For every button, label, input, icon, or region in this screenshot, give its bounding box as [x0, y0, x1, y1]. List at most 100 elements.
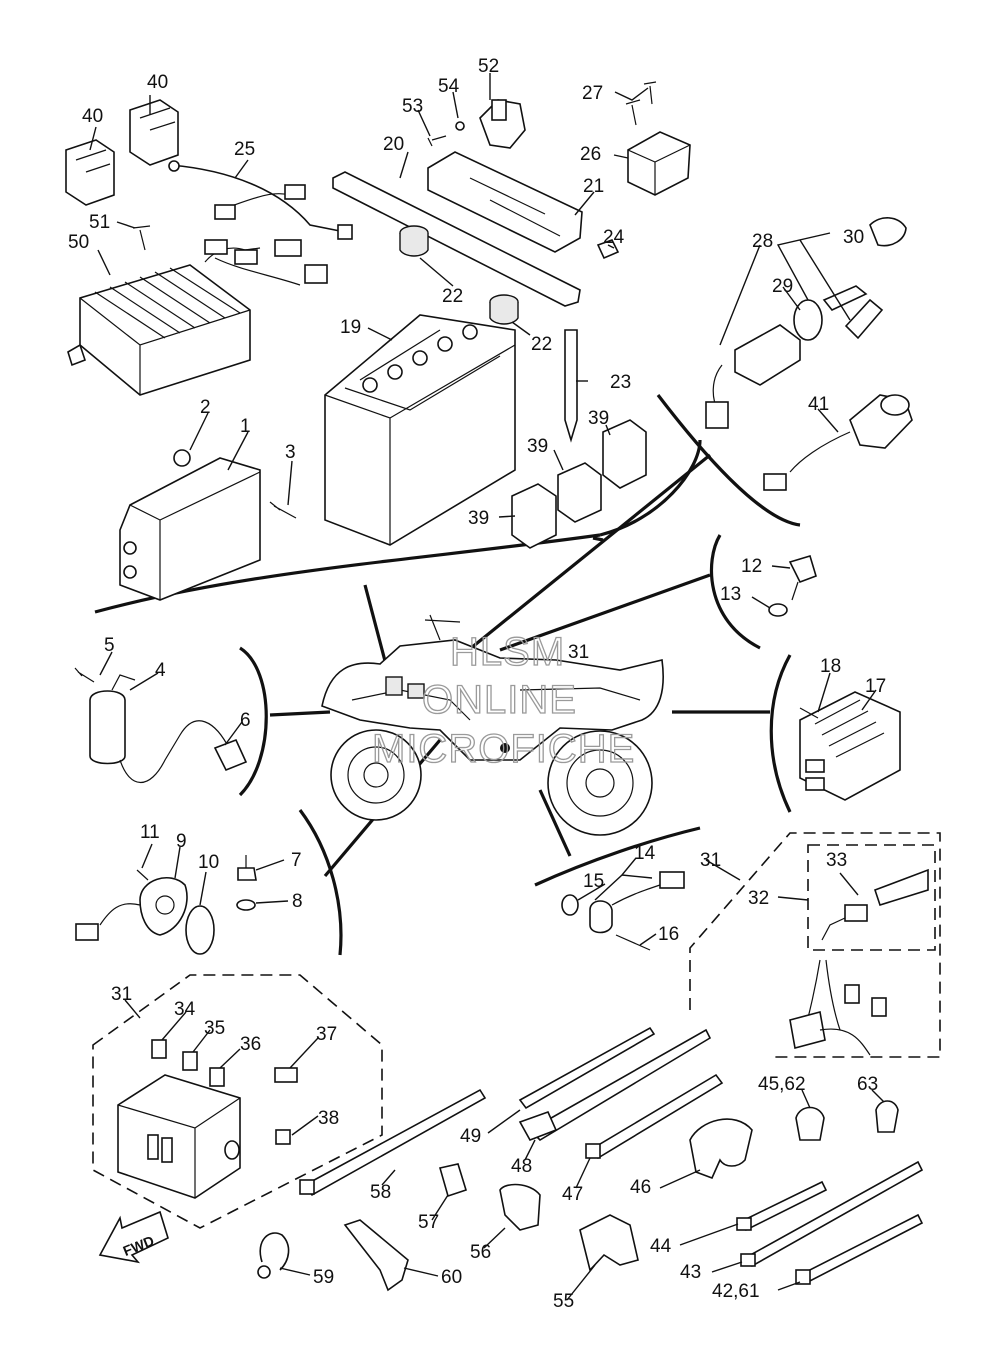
battery-band-part-20 — [332, 171, 581, 307]
callout-24: 24 — [603, 227, 625, 248]
callout-51: 51 — [89, 212, 110, 233]
callout-9: 9 — [176, 831, 187, 852]
callout-53: 53 — [402, 96, 423, 117]
relay-part-26 — [627, 131, 691, 196]
callout-39b: 39 — [527, 436, 548, 457]
callout-54: 54 — [438, 76, 460, 97]
clamp-part-55 — [579, 1214, 639, 1272]
callout-27: 27 — [582, 83, 603, 104]
relay-part-39c — [511, 483, 557, 549]
callout-40a: 40 — [147, 72, 168, 93]
callout-52: 52 — [478, 56, 499, 77]
sensor-part-9 — [139, 876, 188, 936]
callout-60: 60 — [441, 1267, 462, 1288]
callout-50: 50 — [68, 232, 89, 253]
callout-38: 38 — [318, 1108, 339, 1129]
callout-40b: 40 — [82, 106, 103, 127]
fuse-box-part — [117, 1074, 241, 1199]
clip-part-57 — [438, 1163, 467, 1198]
callout-31-harness: 31 — [700, 850, 721, 871]
bolt-part-23 — [564, 329, 578, 443]
callout-41: 41 — [808, 394, 829, 415]
callout-12: 12 — [741, 556, 762, 577]
callout-63: 63 — [857, 1074, 878, 1095]
callout-22a: 22 — [442, 286, 463, 307]
callout-11: 11 — [140, 822, 160, 843]
switch-part-7 — [237, 867, 257, 881]
callout-32: 32 — [748, 888, 769, 909]
callout-25: 25 — [234, 139, 255, 160]
harness-subgroup-box-32 — [807, 844, 936, 951]
cdi-unit-part-50 — [79, 264, 251, 396]
relay-part-39a — [602, 419, 647, 489]
clamp-part-56 — [499, 1183, 541, 1231]
callout-leaders — [89, 73, 885, 1301]
callout-5: 5 — [104, 635, 115, 656]
callout-3: 3 — [285, 442, 296, 463]
callout-23: 23 — [610, 372, 631, 393]
watermark-line-1: HLSM — [450, 630, 565, 674]
callout-39c: 39 — [468, 508, 489, 529]
callout-59: 59 — [313, 1267, 334, 1288]
callout-30: 30 — [843, 227, 864, 248]
callout-1: 1 — [240, 416, 251, 437]
control-unit-part-1 — [119, 457, 261, 601]
callout-6: 6 — [240, 710, 251, 731]
main-switch-part-28 — [734, 324, 801, 386]
callout-14: 14 — [634, 843, 656, 864]
callout-4: 4 — [155, 660, 166, 681]
callout-44: 44 — [650, 1236, 672, 1257]
callout-16: 16 — [658, 924, 679, 945]
callout-37: 37 — [316, 1024, 337, 1045]
callout-45-62: 45,62 — [758, 1074, 806, 1095]
relay-part-40a — [129, 99, 179, 166]
callout-19: 19 — [340, 317, 361, 338]
ignition-coil-part-4 — [89, 690, 126, 765]
clip-part-59 — [259, 1232, 290, 1271]
callout-17: 17 — [865, 676, 886, 697]
callout-35: 35 — [204, 1018, 225, 1039]
callout-8: 8 — [292, 891, 303, 912]
cable-tie-part-49 — [518, 1026, 656, 1110]
callout-numbers: 1 2 3 4 5 6 7 8 9 10 11 12 13 14 15 16 1… — [68, 56, 886, 1312]
harness-group-box-31-right — [689, 832, 941, 1058]
callout-33: 33 — [826, 850, 847, 871]
fuse-box-group-31-left — [92, 974, 383, 1229]
forward-direction-arrow: FWD — [98, 1210, 169, 1264]
callout-21: 21 — [583, 176, 604, 197]
callout-39a: 39 — [588, 408, 609, 429]
callout-20: 20 — [383, 134, 404, 155]
callout-58: 58 — [370, 1182, 391, 1203]
callout-46: 46 — [630, 1177, 651, 1198]
watermark-line-3: MICROFICHE — [372, 727, 635, 771]
harness-part-25 — [169, 164, 346, 233]
watermark-line-2: ONLINE — [422, 678, 577, 722]
callout-55: 55 — [553, 1291, 574, 1312]
callout-10: 10 — [198, 852, 219, 873]
callout-2: 2 — [200, 397, 211, 418]
clamp-part-63 — [875, 1100, 899, 1133]
relay-part-40b — [65, 139, 115, 206]
callout-49: 49 — [460, 1126, 481, 1147]
clamp-part-45-62 — [795, 1106, 825, 1141]
clamp-part-46 — [689, 1118, 753, 1180]
part-illustrations: FWD — [65, 81, 941, 1292]
callout-36: 36 — [240, 1034, 261, 1055]
callout-28: 28 — [752, 231, 773, 252]
relay-part-39b — [557, 462, 602, 523]
sensor-part-14 — [589, 900, 613, 934]
callout-26: 26 — [580, 144, 601, 165]
watermark: HLSM ONLINE MICROFICHE — [371, 629, 635, 771]
callout-29: 29 — [772, 276, 793, 297]
callout-31-fusebox: 31 — [111, 984, 132, 1005]
callout-15: 15 — [583, 871, 604, 892]
callout-42-61: 42,61 — [712, 1281, 760, 1302]
callout-56: 56 — [470, 1242, 491, 1263]
callout-13: 13 — [720, 584, 741, 605]
atv-vehicle-illustration — [321, 614, 664, 836]
callout-48: 48 — [511, 1156, 532, 1177]
sensor-part-12 — [788, 555, 817, 584]
callout-57: 57 — [418, 1212, 439, 1233]
callout-31-vehicle: 31 — [568, 642, 589, 663]
